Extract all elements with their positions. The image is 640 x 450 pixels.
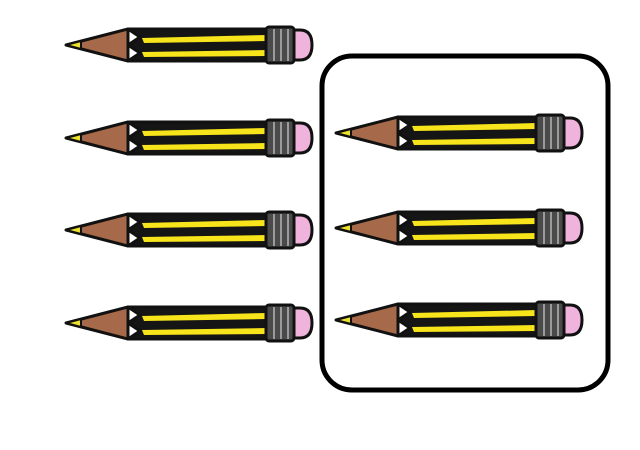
pencil-icon <box>64 25 314 65</box>
pencil-icon <box>334 300 584 340</box>
pencil-icon <box>64 118 314 158</box>
pencil-icon <box>334 208 584 248</box>
boxed-pencils <box>334 113 584 340</box>
group-frame <box>319 53 611 393</box>
pencil-icon <box>64 210 314 250</box>
pencil-icon <box>64 303 314 343</box>
pencil-icon <box>334 113 584 153</box>
loose-pencils <box>64 25 314 343</box>
